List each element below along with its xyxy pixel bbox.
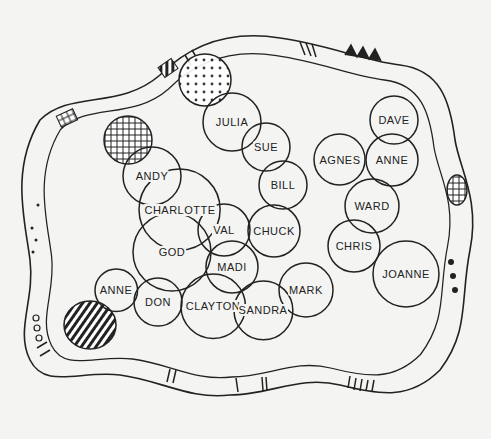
person-name: SANDRA: [238, 304, 289, 316]
person-name: CHRIS: [335, 240, 374, 252]
person-name: DAVE: [377, 114, 410, 126]
person-name: ANNE: [99, 284, 134, 296]
person-name: BILL: [270, 179, 297, 191]
name-circle: CHRIS: [327, 219, 381, 273]
person-name: CHUCK: [252, 225, 296, 237]
person-name: CLAYTON: [185, 300, 241, 312]
person-name: ANDY: [135, 170, 170, 182]
name-circle: JOANNE: [372, 240, 440, 308]
person-name: DON: [144, 296, 172, 308]
person-name: ANNE: [375, 154, 410, 166]
name-circle: DON: [133, 277, 183, 327]
person-name: WARD: [353, 200, 390, 212]
person-name: MARK: [288, 284, 324, 296]
person-name: MADI: [216, 261, 248, 273]
person-name: SUE: [253, 141, 279, 153]
person-name: JOANNE: [381, 268, 431, 280]
person-name: CHARLOTTE: [143, 204, 216, 216]
name-circle: AGNES: [313, 133, 366, 186]
name-circle: ANNE: [94, 268, 139, 313]
name-circle: CLAYTON: [180, 273, 246, 339]
person-name: AGNES: [318, 154, 361, 166]
name-circle: CHUCK: [247, 204, 301, 258]
person-name: VAL: [212, 224, 235, 236]
person-name: JULIA: [215, 116, 249, 128]
name-circle: BILL: [258, 160, 308, 210]
person-name: GOD: [158, 246, 187, 258]
